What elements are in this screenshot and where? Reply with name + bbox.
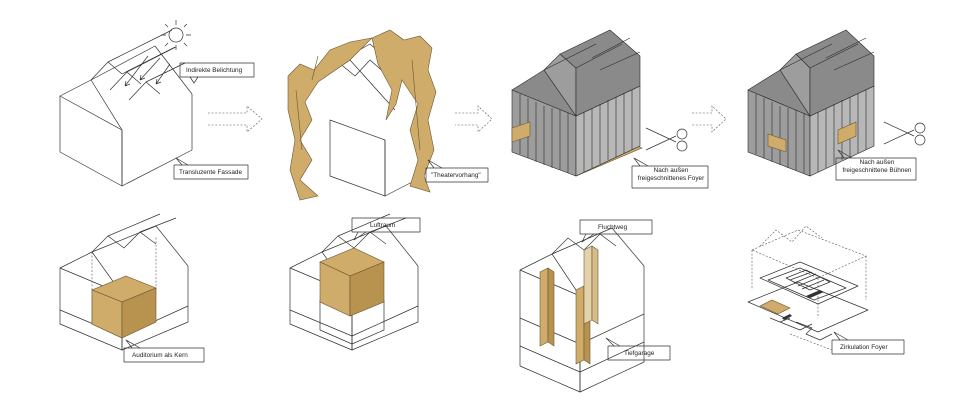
callout-escape: Fluchtweg xyxy=(579,219,653,243)
diagram-auditorium-core xyxy=(59,213,189,351)
diagram-cut-stages xyxy=(747,29,875,177)
label-circulation: Zirkulation Foyer xyxy=(840,344,888,351)
callout-stages: Nach außen freigeschnittene Bühnen xyxy=(835,149,917,181)
callout-auditorium: Auditorium als Kern xyxy=(123,339,205,363)
callout-airspace: Luftraum xyxy=(351,217,421,241)
label-garage: Tiefgarage xyxy=(624,350,655,357)
label-foyer: Nach außen freigeschnittenes Foyer xyxy=(637,167,705,183)
callout-garage: Tiefgarage xyxy=(605,337,671,361)
callout-curtain: "Theatervorhang" xyxy=(425,159,489,183)
label-escape: Fluchtweg xyxy=(598,224,628,231)
scissors-icon xyxy=(883,121,926,146)
sun-icon xyxy=(161,20,191,50)
callout-facade: Transluzente Fassade xyxy=(173,157,249,180)
arrow-right-icon xyxy=(692,105,727,133)
arrow-right-icon xyxy=(208,105,263,133)
callout-foyer: Nach außen freigeschnittenes Foyer xyxy=(631,157,709,189)
diagram-translucent-facade xyxy=(59,29,193,187)
label-facade: Transluzente Fassade xyxy=(179,169,242,176)
diagram-theatre-curtain xyxy=(287,29,437,201)
curtain-right xyxy=(371,29,437,193)
arrow-right-icon xyxy=(455,105,493,133)
label-indirect-light: Indirekte Belichtung xyxy=(186,67,243,74)
diagram-escape-route xyxy=(519,227,645,393)
label-auditorium: Auditorium als Kern xyxy=(132,352,188,359)
label-curtain: "Theatervorhang" xyxy=(431,172,481,179)
diagram-airspace xyxy=(289,213,419,351)
callout-circulation: Zirkulation Foyer xyxy=(831,331,905,355)
diagram-cut-foyer xyxy=(510,29,643,177)
diagram-foyer-circulation xyxy=(747,225,869,351)
scissors-icon xyxy=(645,127,688,152)
label-stages: Nach außen freigeschnittene Bühnen xyxy=(842,159,912,175)
callout-indirect-light: Indirekte Belichtung xyxy=(179,62,255,84)
label-airspace: Luftraum xyxy=(370,222,395,229)
curtain-left xyxy=(287,37,373,201)
